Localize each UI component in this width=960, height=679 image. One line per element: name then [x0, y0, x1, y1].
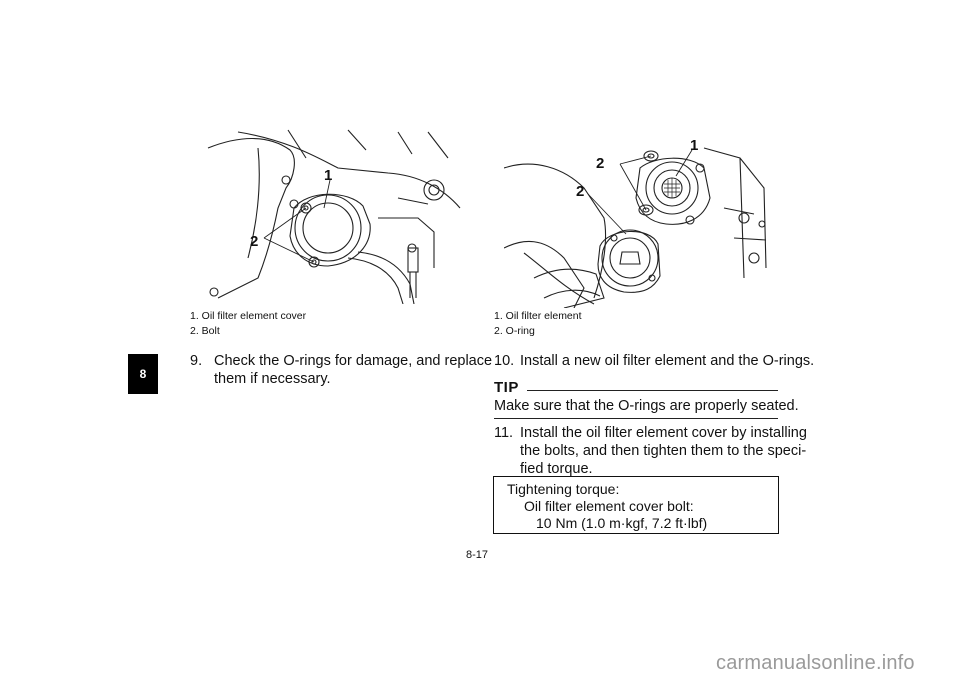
- step-9: 9. Check the O-rings for damage, and rep…: [190, 352, 493, 392]
- caption-right-2: 2. O-ring: [494, 325, 535, 337]
- tip-heading: TIP: [494, 379, 519, 396]
- tip-bottom-rule: [494, 418, 778, 419]
- callout-1: 1: [324, 167, 332, 184]
- torque-item: Oil filter element cover bolt:: [524, 498, 694, 514]
- step-11: 11. Install the oil filter element cover…: [494, 424, 807, 480]
- left-illustration: 1 2: [198, 128, 466, 304]
- left-figure-captions: 1. Oil filter element cover 2. Bolt: [190, 309, 306, 339]
- torque-value: 10 Nm (1.0 m·kgf, 7.2 ft·lbf): [536, 515, 708, 531]
- callout-2b: 2: [576, 183, 584, 200]
- step-text-line: Install a new oil filter element and the…: [520, 353, 815, 369]
- tightening-torque-box: Tightening torque: Oil filter element co…: [493, 476, 779, 534]
- caption-left-1: 1. Oil filter element cover: [190, 310, 307, 322]
- section-tab: 8: [128, 354, 158, 394]
- callout-2: 2: [250, 233, 258, 250]
- right-illustration: 2 2 1: [504, 128, 774, 308]
- callout-1: 1: [690, 137, 698, 154]
- caption-left-2: 2. Bolt: [190, 325, 220, 337]
- right-figure-captions: 1. Oil filter element 2. O-ring: [494, 309, 582, 339]
- step-10: 10. Install a new oil filter element and…: [494, 352, 815, 372]
- step-text-line: Install the oil filter element cover by …: [520, 425, 807, 441]
- caption-right-1: 1. Oil filter element: [494, 310, 582, 322]
- torque-title: Tightening torque:: [507, 481, 620, 497]
- step-text-line: them if necessary.: [214, 371, 331, 387]
- step-number: 10.: [494, 353, 515, 369]
- step-number: 9.: [190, 353, 203, 369]
- watermark-text: carmanualsonline.info: [716, 652, 915, 674]
- step-number: 11.: [494, 425, 514, 441]
- oil-filter-element-drawing: 2 2 1: [504, 137, 767, 308]
- step-text-line: the bolts, and then tighten them to the …: [520, 443, 807, 459]
- page-number: 8-17: [466, 549, 489, 561]
- step-text-line: Check the O-rings for damage, and replac…: [214, 353, 493, 369]
- tip-top-rule: [527, 390, 778, 391]
- oil-filter-cover-drawing: 1 2: [207, 129, 461, 304]
- step-text-line: fied torque.: [520, 461, 593, 477]
- callout-2a: 2: [596, 155, 604, 172]
- tip-text: Make sure that the O-rings are properly …: [494, 398, 799, 414]
